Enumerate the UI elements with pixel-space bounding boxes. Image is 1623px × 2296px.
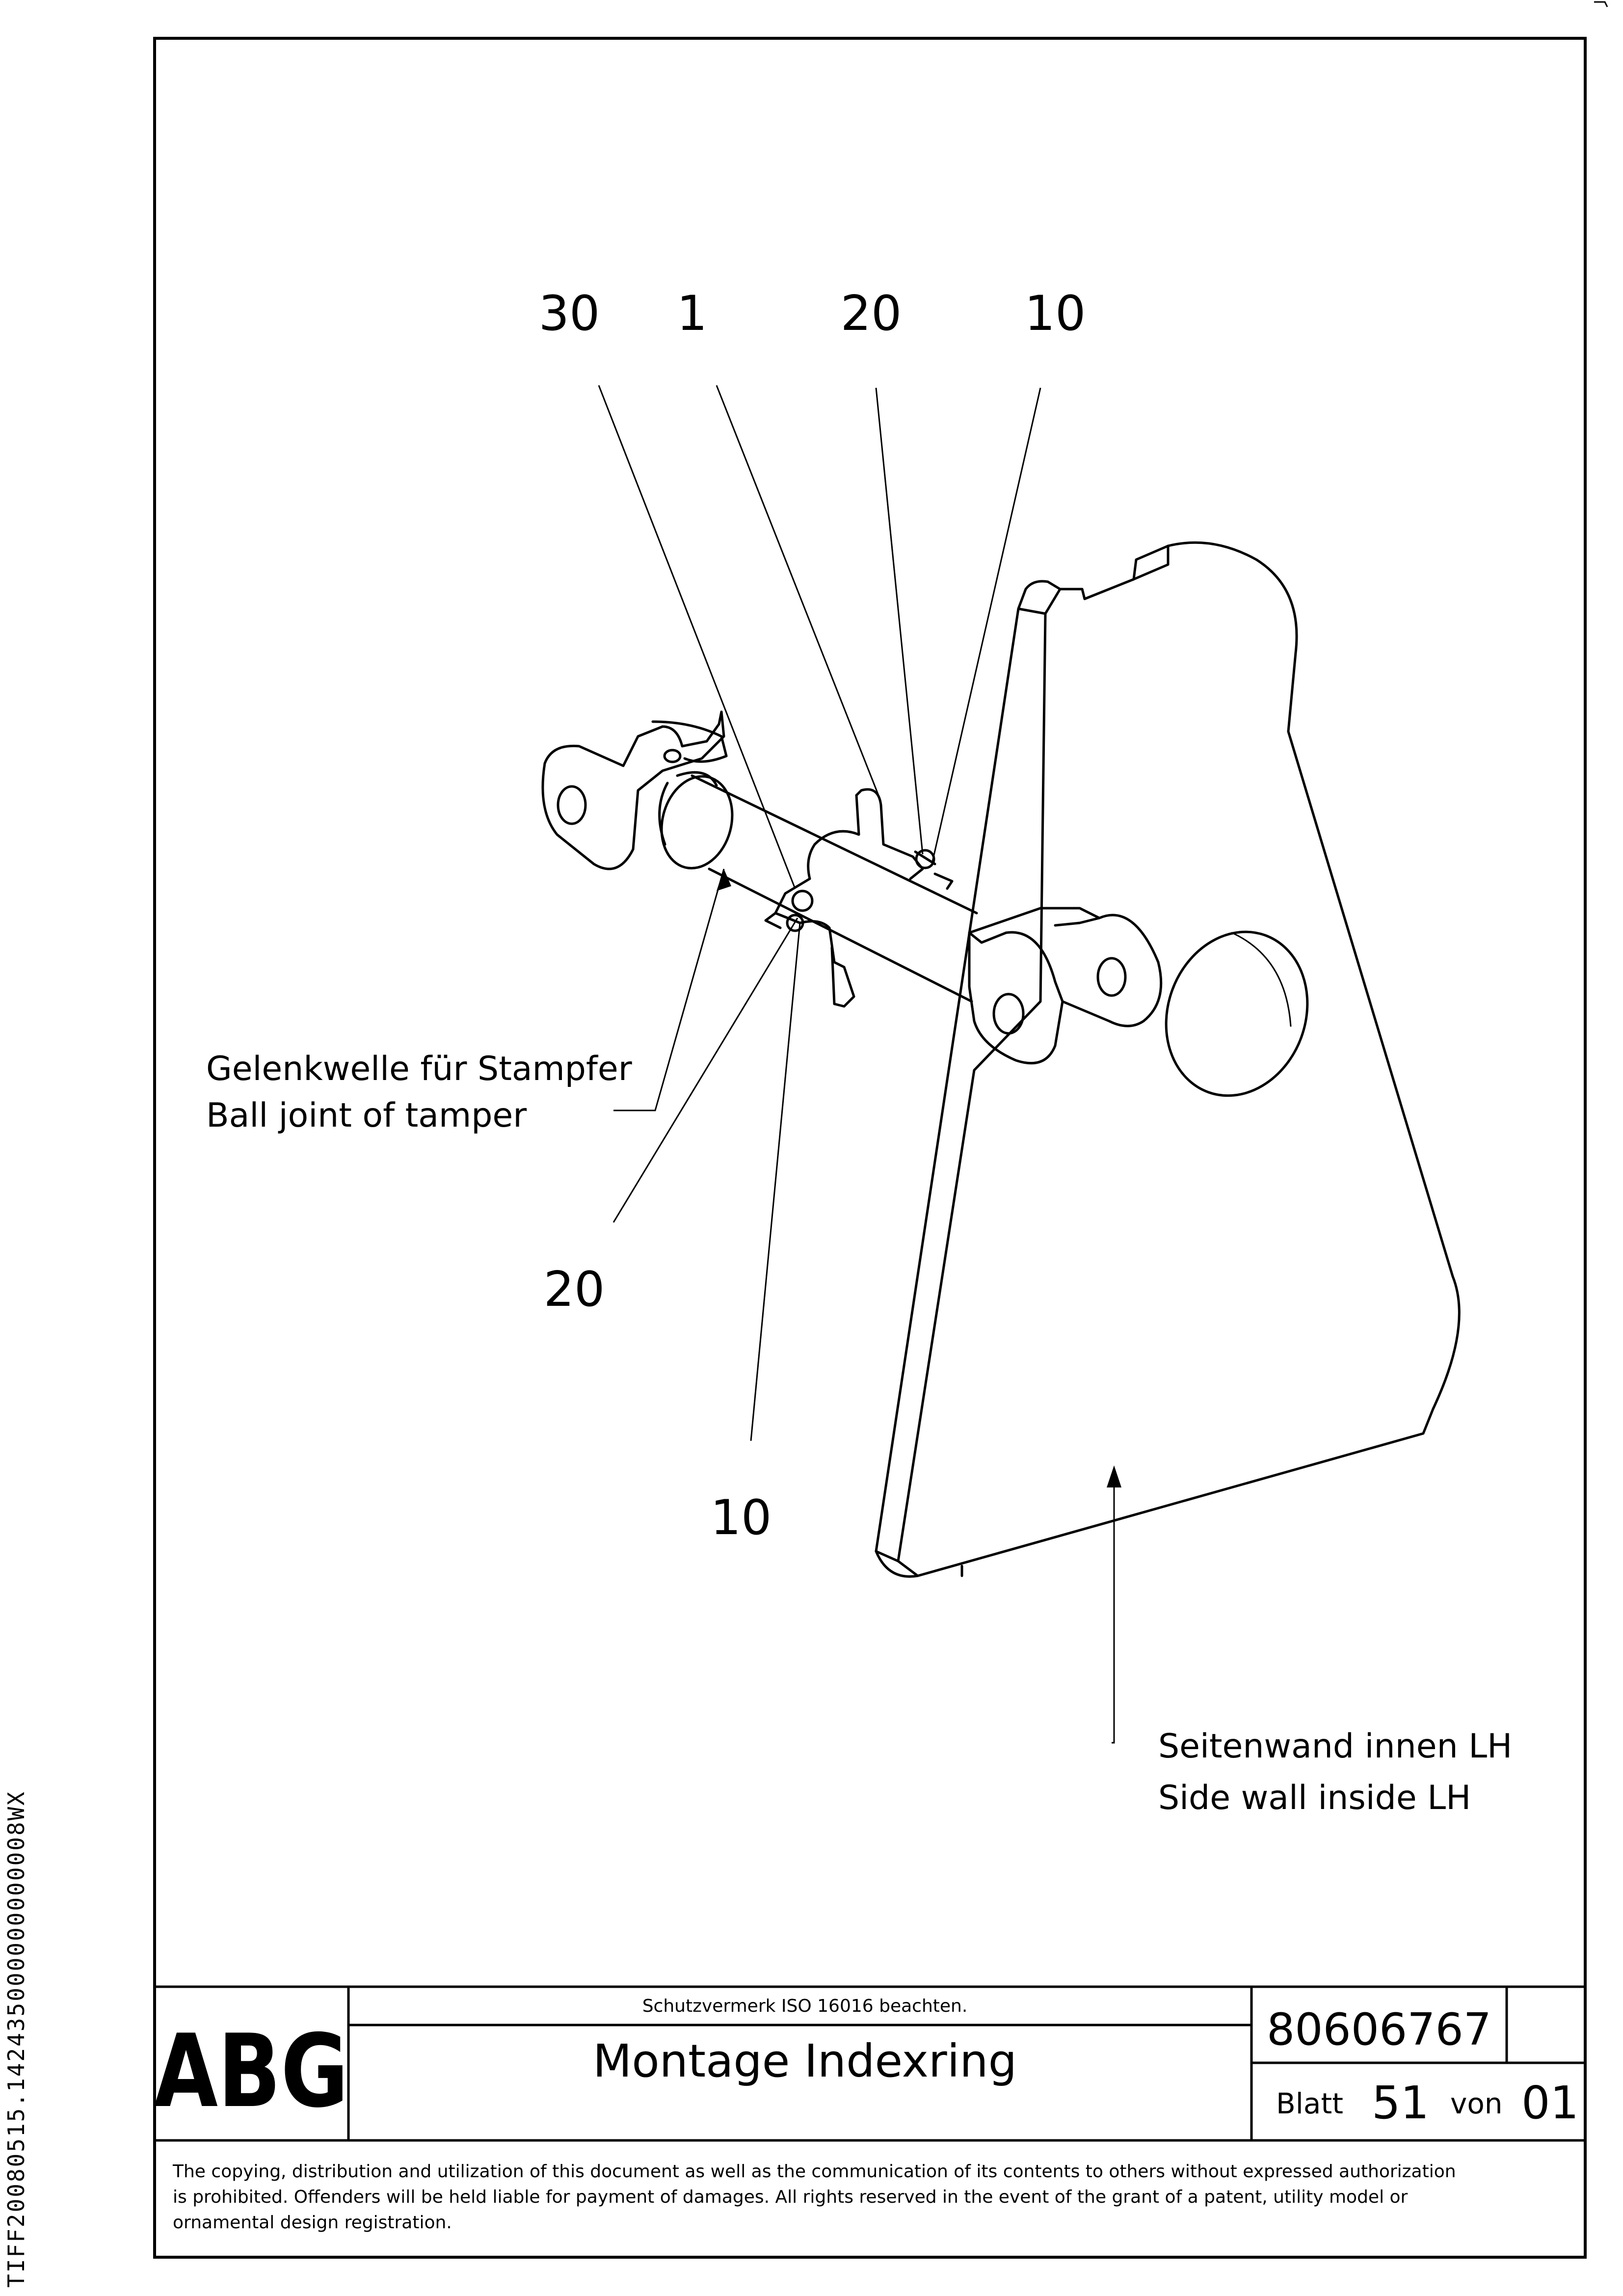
- side-document-id: TIFF20080515.142435000000000008WX: [3, 1790, 29, 2288]
- of-number: 01: [1521, 2077, 1579, 2129]
- drawing-number: 80606767: [1267, 2004, 1491, 2055]
- callout-30-top: 30: [539, 286, 600, 342]
- technical-drawing: [541, 541, 1461, 1578]
- left-fork-bracket: [541, 710, 728, 870]
- abg-logo: ABG: [154, 2013, 348, 2130]
- shaft: [658, 771, 978, 1003]
- label-wall-de: Seitenwand innen LH: [1158, 1727, 1512, 1766]
- side-wall-plate: [875, 541, 1461, 1578]
- right-fork-bracket: [968, 907, 1163, 1065]
- part-labels: Gelenkwelle für Stampfer Ball joint of t…: [206, 1050, 1512, 1817]
- corner-mark: [1594, 1, 1608, 7]
- leader-arrowheads: [717, 869, 1121, 1487]
- of-label: von: [1450, 2087, 1503, 2120]
- label-shaft-de: Gelenkwelle für Stampfer: [206, 1050, 632, 1088]
- title-block: [155, 1985, 1585, 2142]
- copyright-notice: The copying, distribution and utilizatio…: [172, 2161, 1456, 2233]
- copyright-line-1: The copying, distribution and utilizatio…: [172, 2161, 1456, 2182]
- drawing-frame: [153, 37, 1587, 2259]
- callout-10-top: 10: [1025, 286, 1086, 342]
- sheet-number: 51: [1372, 2077, 1429, 2129]
- callout-10-bottom: 10: [711, 1490, 772, 1546]
- callout-1-top: 1: [677, 286, 707, 342]
- callout-20-left: 20: [544, 1262, 605, 1318]
- sheet-label: Blatt: [1276, 2087, 1343, 2120]
- copyright-line-3: ornamental design registration.: [173, 2213, 452, 2233]
- copyright-line-2: is prohibited. Offenders will be held li…: [173, 2187, 1408, 2207]
- leader-lines: [598, 385, 1115, 1744]
- callout-numbers: 30 1 20 10 20 10: [539, 286, 1086, 1546]
- index-ring-clamp: [764, 788, 954, 1008]
- label-wall-en: Side wall inside LH: [1158, 1779, 1471, 1817]
- drawing-title: Montage Indexring: [593, 2035, 1017, 2087]
- callout-20-top: 20: [841, 286, 902, 342]
- protection-note: Schutzvermerk ISO 16016 beachten.: [642, 1996, 968, 2016]
- label-shaft-en: Ball joint of tamper: [206, 1096, 527, 1135]
